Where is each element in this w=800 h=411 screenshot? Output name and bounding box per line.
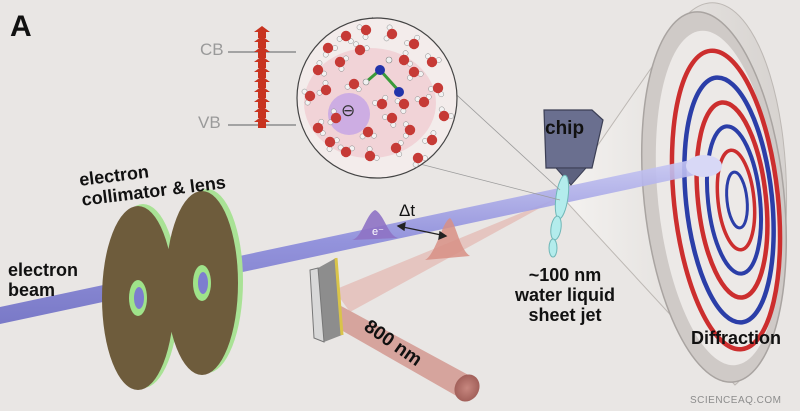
electron-pulse (352, 210, 398, 240)
water-molecule (425, 53, 442, 68)
water-molecule (353, 41, 370, 56)
conduction-band-label: CB (200, 40, 224, 59)
water-molecule (312, 60, 327, 77)
water-molecule (336, 30, 354, 44)
electron-beam-screen-spot (686, 155, 722, 177)
molecular-inset (296, 17, 458, 179)
diffraction-ring-red-outer (669, 48, 783, 352)
excitation-arrow (254, 66, 270, 78)
water-molecule (403, 121, 416, 139)
water-molecule (324, 136, 340, 152)
water-molecule (407, 66, 424, 81)
liquid-jet-label: ~100 nm water liquid sheet jet (515, 265, 616, 326)
water-molecule (344, 78, 362, 93)
solvated-electron-cloud (328, 93, 370, 135)
water-molecule (412, 152, 428, 168)
excitation-arrow (254, 96, 270, 108)
collimator-disk-1 (102, 204, 179, 390)
delta-t-label: Δt (399, 201, 416, 220)
excitation-arrow (254, 36, 270, 48)
diffraction-ring-blue-outer (682, 75, 776, 325)
excitation-arrow (254, 116, 270, 128)
excitation-arrow (254, 56, 270, 68)
diffraction-ring-red-middle (694, 100, 770, 300)
pump-pulse (425, 218, 470, 260)
watermark: SCIENCEAQ.COM (690, 395, 782, 406)
water-molecule (301, 88, 316, 106)
water-molecule (356, 24, 372, 40)
excitation-arrow (254, 76, 270, 88)
diffraction-screen (640, 11, 788, 383)
panel-label: A (10, 10, 32, 43)
water-molecule (422, 130, 438, 146)
excitation-arrow (254, 26, 270, 38)
liquid-sheet-jet (548, 174, 570, 258)
chip (543, 109, 604, 186)
water-molecule (438, 106, 454, 122)
chip-label: chip (545, 118, 585, 139)
electron-beam-label: electron beam (8, 260, 79, 301)
mirror (309, 257, 344, 343)
water-molecule (327, 108, 342, 126)
water-molecule (390, 140, 404, 158)
water-molecule (414, 94, 432, 108)
water-molecule (334, 55, 349, 72)
water-molecule (337, 144, 355, 158)
water-molecule (359, 126, 377, 140)
water-molecule (312, 118, 326, 136)
water-molecule (364, 146, 380, 162)
ammonia-like-molecule (362, 56, 404, 97)
delta-t-arrow (396, 221, 448, 241)
valence-band-label: VB (198, 113, 221, 132)
electron-pulse-symbol: e⁻ (372, 226, 384, 238)
water-molecule (398, 50, 413, 67)
diffraction-label: Diffraction (691, 328, 781, 348)
water-molecule (383, 24, 398, 42)
diffraction-ring-blue-inner (725, 170, 749, 230)
diffraction-ring-red-inner (715, 148, 757, 252)
laser-rod-end (454, 374, 480, 402)
collimator-disk-2 (166, 189, 243, 375)
excitation-arrow (254, 106, 270, 118)
water-molecule (394, 98, 410, 114)
water-molecule (428, 82, 445, 98)
water-molecule (316, 80, 332, 96)
water-molecule (322, 42, 338, 58)
water-molecules (301, 24, 454, 168)
diffraction-ring-blue-middle (705, 124, 763, 276)
water-molecule (404, 34, 421, 50)
excitation-arrow (254, 46, 270, 58)
solvated-electron-symbol: ⊖ (341, 101, 356, 120)
excitation-arrow-stack (254, 26, 270, 128)
excitation-arrow (254, 86, 270, 98)
water-molecule (382, 112, 398, 128)
water-molecule (372, 94, 389, 110)
